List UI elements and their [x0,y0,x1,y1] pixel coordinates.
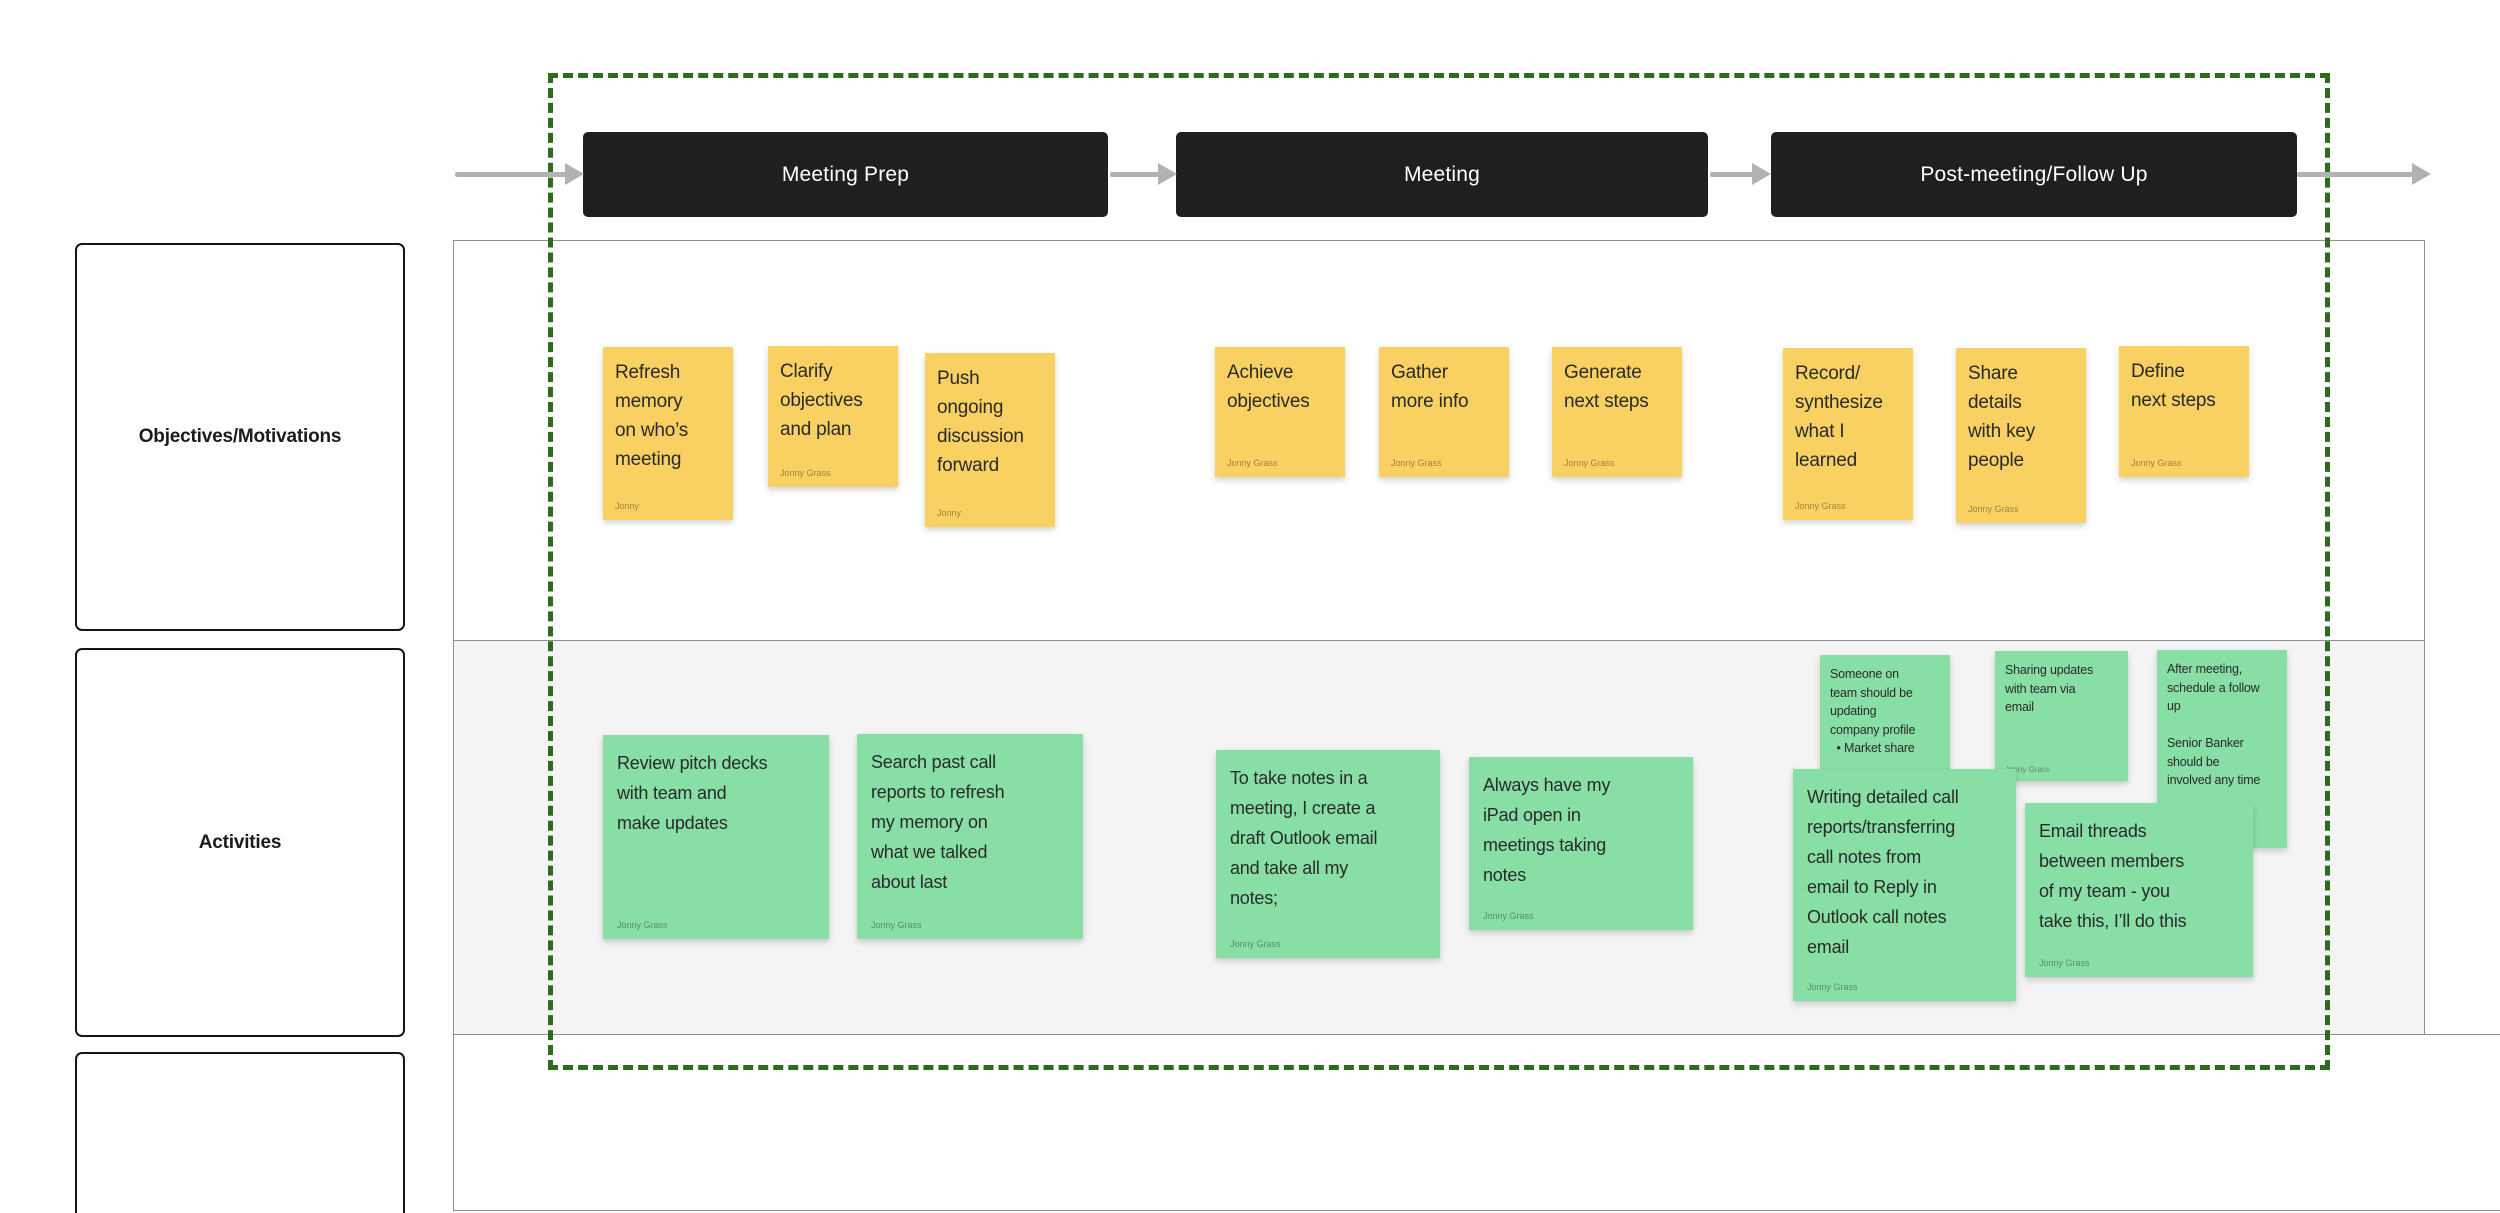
sticky-note[interactable]: Always have my iPad open in meetings tak… [1469,757,1693,930]
sticky-text: Record/ synthesize what I learned [1795,363,1883,471]
row-label-box-activities[interactable]: Activities [75,648,405,1037]
sticky-text: Review pitch decks with team and make up… [617,753,768,833]
phase-box-meeting-prep[interactable]: Meeting Prep [583,132,1108,217]
sticky-text: Someone on team should be updating compa… [1830,667,1916,755]
arrow-shaft [455,172,567,177]
sticky-text: After meeting, schedule a follow up Seni… [2167,662,2261,787]
sticky-text: Sharing updates with team via email [2005,663,2094,714]
sticky-text: Achieve objectives [1227,362,1310,412]
sticky-text: Share details with key people [1968,363,2036,471]
sticky-note[interactable]: Search past call reports to refresh my m… [857,734,1083,939]
phase-label-meeting: Meeting [1403,162,1481,186]
row-label-activities: Activities [198,831,282,853]
sticky-author: Jonny Grass [1968,504,2019,514]
sticky-author: Jonny Grass [871,920,922,930]
sticky-author: Jonny Grass [2005,765,2050,774]
phase-box-post-meeting[interactable]: Post-meeting/Follow Up [1771,132,2297,217]
row-label-objectives: Objectives/Motivations [138,426,342,447]
sticky-note[interactable]: To take notes in a meeting, I create a d… [1216,750,1440,958]
phase-box-meeting[interactable]: Meeting [1176,132,1708,217]
sticky-author: Jonny Grass [1795,501,1846,511]
sticky-text: Generate next steps [1564,362,1649,412]
sticky-text: Refresh memory on who’s meeting [615,362,689,470]
sticky-note[interactable]: Someone on team should be updating compa… [1820,655,1950,783]
sticky-text: Gather more info [1391,362,1469,412]
sticky-author: Jonny Grass [1227,458,1278,468]
phase-label-meeting-prep: Meeting Prep [781,162,910,186]
sticky-author: Jonny Grass [780,468,831,478]
arrow-head-icon [2412,163,2431,185]
sticky-text: To take notes in a meeting, I create a d… [1230,768,1378,908]
row-label-box-objectives[interactable]: Objectives/Motivations [75,243,405,631]
arrow-head-icon [565,163,584,185]
sticky-author: Jonny Grass [1230,939,1281,949]
row-label-box-empty[interactable] [75,1052,405,1213]
sticky-author: Jonny Grass [617,920,668,930]
sticky-note[interactable]: Email threads between members of my team… [2025,803,2253,977]
sticky-author: Jonny Grass [1807,982,1858,992]
arrow-head-icon [1158,163,1177,185]
sticky-text: Always have my iPad open in meetings tak… [1483,775,1611,885]
arrow-head-icon [1752,163,1771,185]
sticky-note[interactable]: After meeting, schedule a follow up Seni… [2157,650,2287,848]
sticky-author: Jonny Grass [2131,458,2182,468]
sticky-note[interactable]: Writing detailed call reports/transferri… [1793,769,2016,1001]
sticky-author: Jonny [615,501,640,511]
phase-label-post-meeting: Post-meeting/Follow Up [1920,162,2148,186]
sticky-note[interactable]: Review pitch decks with team and make up… [603,735,829,939]
arrow-shaft [1110,172,1160,177]
sticky-text: Push ongoing discussion forward [937,368,1024,476]
arrow-shaft [2297,172,2414,177]
sticky-text: Search past call reports to refresh my m… [871,752,1005,892]
arrow-shaft [1710,172,1754,177]
sticky-author: Jonny [937,508,962,518]
sticky-author: Jonny Grass [1483,911,1534,921]
sticky-author: Jonny Grass [1391,458,1442,468]
sticky-text: Clarify objectives and plan [780,361,863,440]
sticky-author: Jonny Grass [2039,958,2090,968]
sticky-text: Email threads between members of my team… [2039,821,2187,931]
sticky-text: Writing detailed call reports/transferri… [1807,787,1959,957]
sticky-author: Jonny Grass [1564,458,1615,468]
sticky-text: Define next steps [2131,361,2216,411]
row-band-bottom [453,1034,2500,1211]
